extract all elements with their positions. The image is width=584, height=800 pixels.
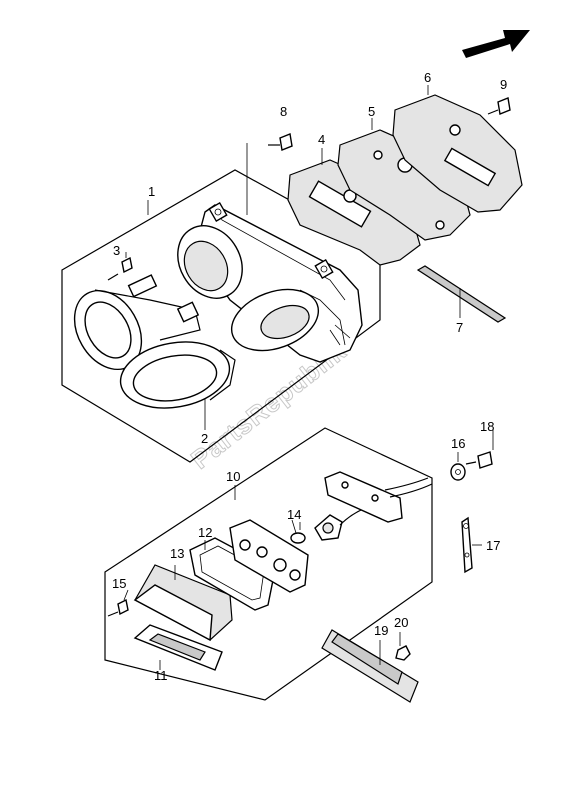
part-7-strip <box>416 265 507 323</box>
callout-16: 16 <box>451 436 465 451</box>
front-direction-arrow-icon <box>462 30 530 58</box>
part-11-cover <box>133 624 223 671</box>
callout-10: 10 <box>226 469 240 484</box>
callout-15: 15 <box>112 576 126 591</box>
part-4-gasket <box>287 148 421 266</box>
part-16-washer <box>450 463 466 481</box>
part-12-gasket <box>189 537 276 611</box>
callout-11: 11 <box>154 668 168 683</box>
assembly-10-frame <box>104 427 433 701</box>
part-14-bulb <box>290 519 306 544</box>
part-13-lens <box>133 564 233 642</box>
callout-7: 7 <box>456 320 463 335</box>
callout-14: 14 <box>287 507 301 522</box>
callout-1: 1 <box>148 184 155 199</box>
part-3-screw <box>107 252 133 281</box>
part-6-gasket <box>392 85 523 213</box>
part-18-bolt <box>465 451 493 469</box>
callout-2: 2 <box>201 431 208 446</box>
part-9-screw <box>487 97 511 115</box>
license-lamp-assembly-group <box>104 427 433 701</box>
callout-17: 17 <box>486 538 500 553</box>
part-20-nut <box>395 632 411 661</box>
callout-3: 3 <box>113 243 120 258</box>
part-15-screw <box>107 598 129 617</box>
part-8-screw <box>268 133 293 151</box>
part-19-reflector <box>321 629 419 703</box>
callout-12: 12 <box>198 525 212 540</box>
callout-6: 6 <box>424 70 431 85</box>
rear-combination-lamp-assembly-group <box>61 143 381 463</box>
callout-13: 13 <box>170 546 184 561</box>
callout-19: 19 <box>374 623 388 638</box>
callout-9: 9 <box>500 77 507 92</box>
callout-18: 18 <box>480 419 494 434</box>
part-17-clamp <box>461 516 482 574</box>
lamp-socket-housing <box>229 519 309 593</box>
callout-5: 5 <box>368 104 375 119</box>
callout-20: 20 <box>394 615 408 630</box>
callout-4: 4 <box>318 132 325 147</box>
bulb-socket-wire <box>314 471 433 541</box>
assembly-1-frame <box>61 169 381 463</box>
part-2-bezel <box>73 274 236 430</box>
callout-8: 8 <box>280 104 287 119</box>
